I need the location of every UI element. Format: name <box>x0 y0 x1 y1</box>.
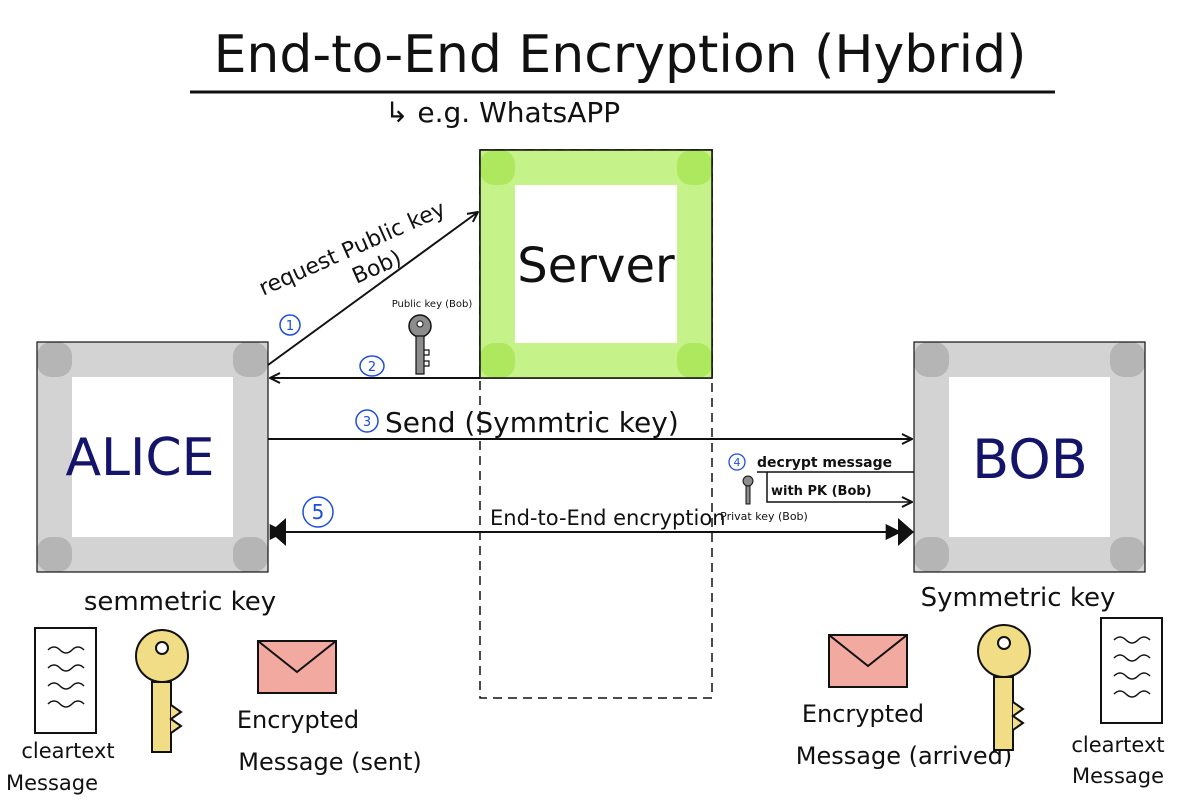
alice-cleartext-document <box>34 627 97 734</box>
step4-number: 4 <box>734 456 741 469</box>
bob-envelope-line2: Message (arrived) <box>796 742 1012 770</box>
bob-cleartext-line2: Message <box>1072 764 1164 788</box>
step1-badge: 1 <box>279 314 301 336</box>
step1-number: 1 <box>286 319 294 334</box>
bob-label: BOB <box>972 428 1088 491</box>
diagram-subtitle: ↳ e.g. WhatsAPP <box>385 96 620 129</box>
step4-label-line2: with PK (Bob) <box>771 484 872 499</box>
arrow-request-public-key <box>267 212 478 366</box>
bob-cleartext-line1: cleartext <box>1071 733 1164 757</box>
alice-node: ALICE <box>36 341 269 573</box>
bob-node: BOB <box>913 341 1146 573</box>
step5-number: 5 <box>312 500 325 524</box>
step3-badge: 3 <box>355 409 379 433</box>
alice-envelope-line1: Encrypted <box>237 706 359 734</box>
bob-envelope-line1: Encrypted <box>802 700 924 728</box>
server-label: Server <box>517 238 675 294</box>
step2-number: 2 <box>368 360 376 375</box>
e2e-arrowhead-left <box>270 518 286 546</box>
server-node: Server <box>479 149 713 379</box>
arrow-decrypt-with-pk <box>766 472 912 502</box>
private-key-icon <box>742 475 754 505</box>
alice-envelope-icon <box>257 640 337 694</box>
step1-label-line1: request Public key <box>255 197 449 302</box>
alice-cleartext-line2: Message <box>6 771 98 795</box>
bob-key-label: Symmetric key <box>921 583 1116 613</box>
public-key-icon <box>408 314 432 375</box>
bob-cleartext-document <box>1100 617 1163 724</box>
diagram-title: End-to-End Encryption (Hybrid) <box>214 25 1027 85</box>
e2e-label: End-to-End encryption <box>490 506 726 530</box>
step3-number: 3 <box>363 415 371 430</box>
step4-label-line1: decrypt message <box>757 455 892 471</box>
alice-envelope-line2: Message (sent) <box>238 748 421 776</box>
alice-cleartext-line1: cleartext <box>21 739 114 763</box>
bob-envelope-icon <box>828 634 908 688</box>
alice-label: ALICE <box>65 428 214 488</box>
alice-key-label: semmetric key <box>84 587 276 617</box>
public-key-label: Public key (Bob) <box>392 299 473 310</box>
bob-key-icon <box>977 624 1031 751</box>
step2-badge: 2 <box>359 355 385 377</box>
alice-key-icon <box>135 629 189 753</box>
step4-badge: 4 <box>728 453 746 471</box>
private-key-label: Privat key (Bob) <box>720 510 808 523</box>
step3-label: Send (Symmtric key) <box>385 406 679 439</box>
step5-badge: 5 <box>302 496 334 528</box>
e2e-arrowhead-right <box>898 518 914 546</box>
